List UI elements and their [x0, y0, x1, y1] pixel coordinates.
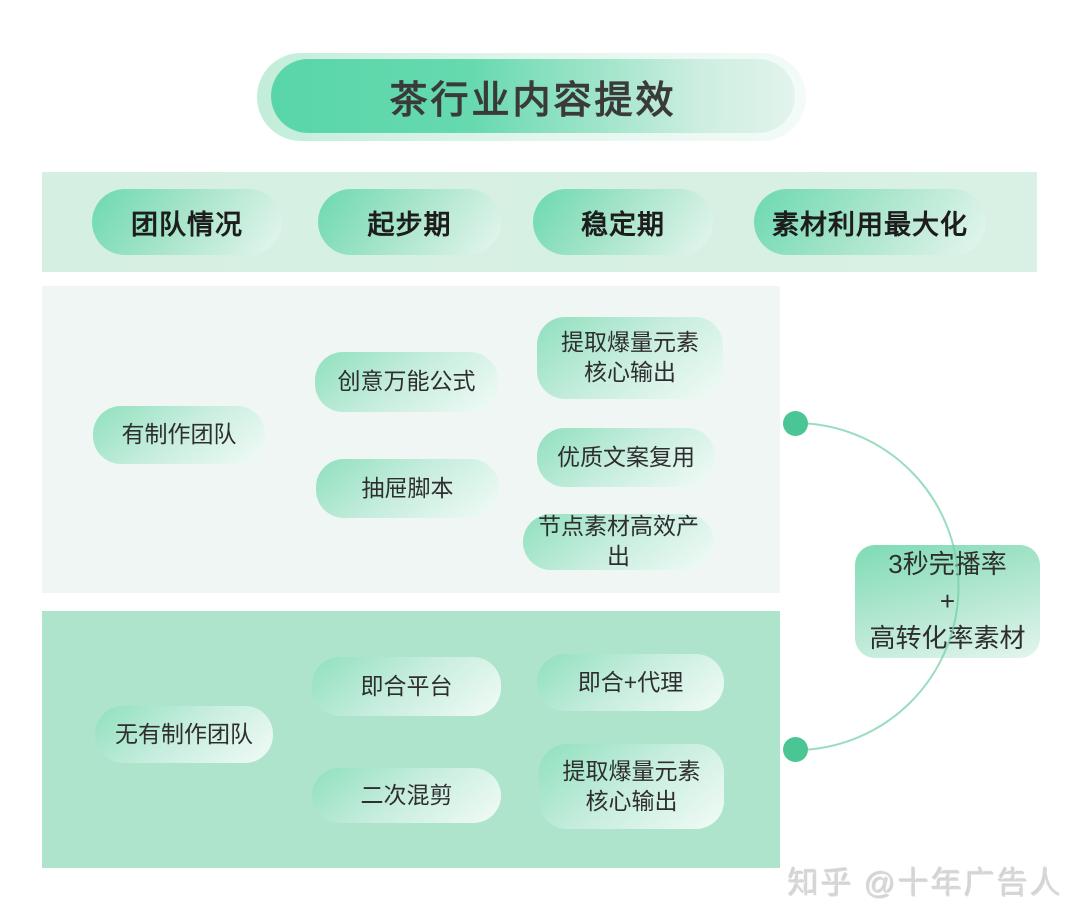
- cell-drawer-script: 抽屉脚本: [316, 459, 499, 518]
- connector-arc: [794, 422, 960, 751]
- cell-copy-reuse: 优质文案复用: [537, 428, 715, 487]
- result-line-1: 3秒完播率: [888, 549, 1007, 580]
- cell-extract-core-output: 提取爆量元素 核心输出: [537, 317, 723, 399]
- watermark: 知乎 @十年广告人: [788, 866, 1064, 901]
- connector-dot-top: [783, 411, 808, 436]
- cell-jihe-agency: 即合+代理: [537, 654, 724, 711]
- column-header-stable: 稳定期: [533, 189, 713, 255]
- result-line-2: +: [939, 586, 956, 617]
- column-header-material: 素材利用最大化: [754, 189, 986, 255]
- title-pill: 茶行业内容提效: [271, 59, 795, 133]
- cell-extract-core-output-2: 提取爆量元素 核心输出: [539, 744, 724, 829]
- cell-creative-formula: 创意万能公式: [315, 352, 498, 412]
- cell-team-without: 无有制作团队: [95, 706, 273, 763]
- cell-secondary-remix: 二次混剪: [312, 768, 501, 823]
- cell-jihe-platform: 即合平台: [312, 657, 501, 716]
- column-header-team: 团队情况: [92, 189, 282, 255]
- connector-dot-bottom: [783, 737, 808, 762]
- cell-node-material-output: 节点素材高效产出: [523, 513, 714, 570]
- cell-team-with: 有制作团队: [93, 406, 265, 464]
- result-box: 3秒完播率 + 高转化率素材: [855, 545, 1040, 658]
- page-title: 茶行业内容提效: [389, 79, 677, 122]
- column-header-startup: 起步期: [318, 189, 501, 255]
